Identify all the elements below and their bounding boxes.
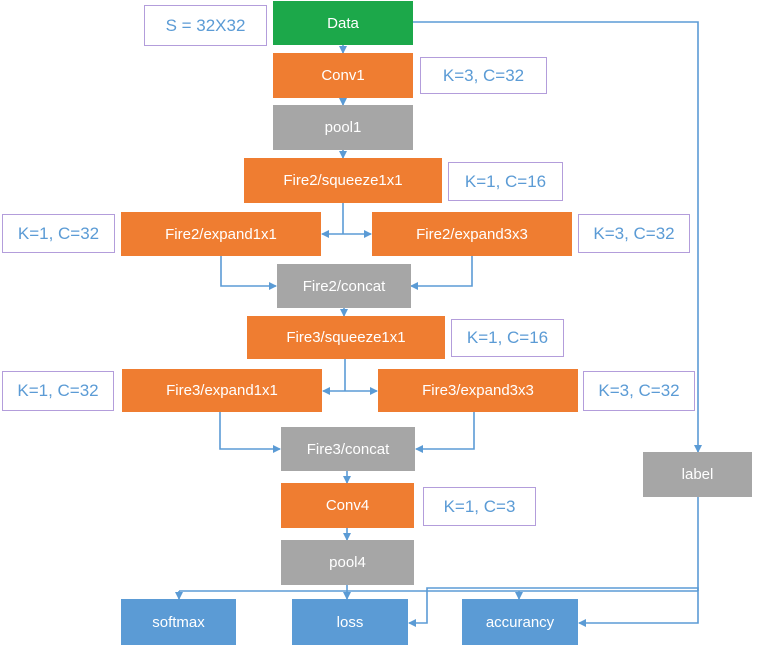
node-pool4: pool4 <box>281 540 414 585</box>
edge-fire3-expand3-concat <box>415 412 475 453</box>
edge-label-accuracy <box>578 497 699 627</box>
node-fire3-expand3: Fire3/expand3x3 <box>378 369 578 412</box>
annotation-conv1: K=3, C=32 <box>420 57 547 94</box>
annotation-fire3-expand1: K=1, C=32 <box>2 371 114 411</box>
node-loss: loss <box>292 599 408 645</box>
node-softmax: softmax <box>121 599 236 645</box>
annotation-fire2-expand1: K=1, C=32 <box>2 214 115 253</box>
node-fire3-concat: Fire3/concat <box>281 427 415 471</box>
node-fire2-concat: Fire2/concat <box>277 264 411 308</box>
annotation-conv4: K=1, C=3 <box>423 487 536 526</box>
node-fire2-expand3: Fire2/expand3x3 <box>372 212 572 256</box>
node-data: Data <box>273 1 413 45</box>
edge-fire2-expand1-concat <box>220 256 277 290</box>
edge-fire2-expand3-concat <box>410 256 473 290</box>
node-pool1: pool1 <box>273 105 413 150</box>
annotation-fire3-expand3: K=3, C=32 <box>583 371 695 411</box>
annotation-fire2-expand3: K=3, C=32 <box>578 214 690 253</box>
node-fire2-expand1: Fire2/expand1x1 <box>121 212 321 256</box>
node-label: label <box>643 452 752 497</box>
annotation-size: S = 32X32 <box>144 5 267 46</box>
node-fire3-expand1: Fire3/expand1x1 <box>122 369 322 412</box>
annotation-fire3-squeeze: K=1, C=16 <box>451 319 564 357</box>
annotation-fire2-squeeze: K=1, C=16 <box>448 162 563 201</box>
node-conv4: Conv4 <box>281 483 414 528</box>
node-accuracy: accurancy <box>462 599 578 645</box>
node-fire3-squeeze: Fire3/squeeze1x1 <box>247 316 445 359</box>
node-conv1: Conv1 <box>273 53 413 98</box>
edge-data-label <box>413 21 702 453</box>
edge-label-loss <box>408 587 699 627</box>
edge-fire3-expand1-concat <box>219 412 281 453</box>
node-fire2-squeeze: Fire2/squeeze1x1 <box>244 158 442 203</box>
